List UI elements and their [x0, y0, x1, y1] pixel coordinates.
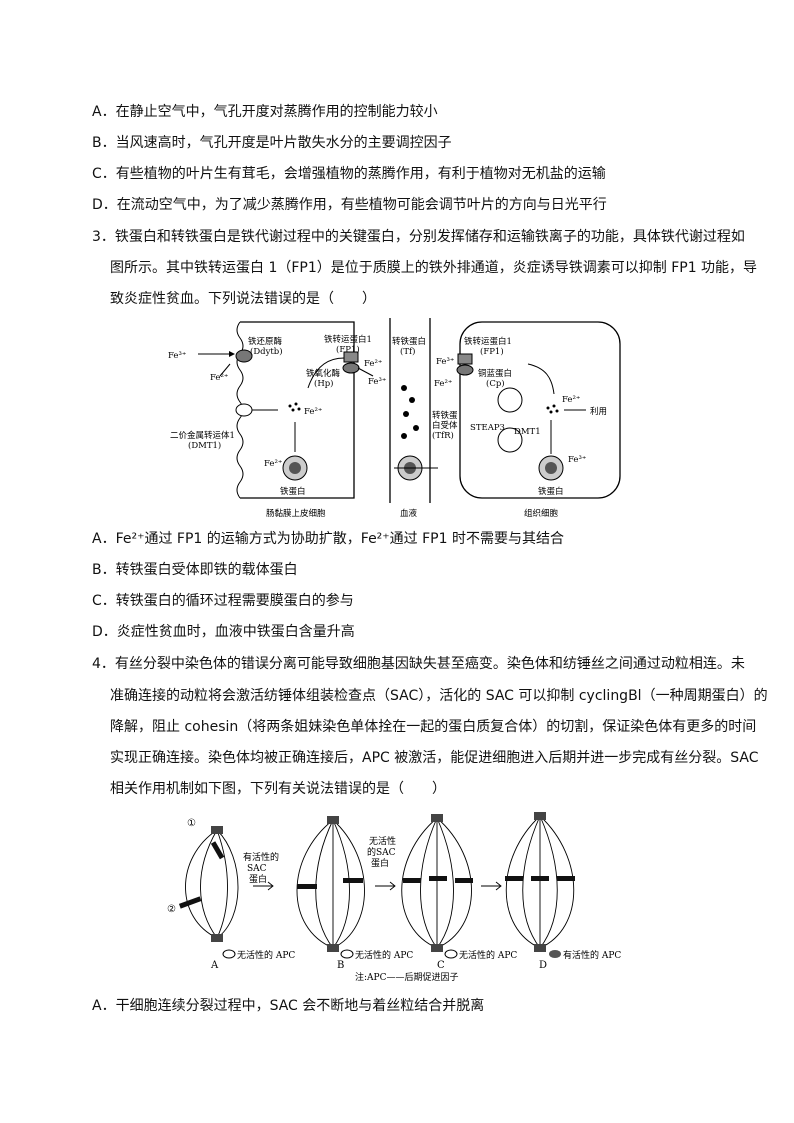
fig3-dmt1-label: 二价金属转运体1: [170, 430, 235, 441]
q4-stem-line-2: 准确连接的动粒将会激活纺锤体组装检查点（SAC），活化的 SAC 可以抑制 cy…: [110, 688, 768, 704]
fig3-tfr-abbr: (TfR): [432, 430, 454, 441]
fig3-hp-label: 铁氧化酶: [306, 368, 341, 379]
q2-option-a: A．在静止空气中，气孔开度对蒸腾作用的控制能力较小: [92, 104, 438, 120]
fig3-cell-left-label: 肠黏膜上皮细胞: [266, 508, 326, 519]
q4-stem-line-3: 降解，阻止 cohesin（将两条姐妹染色单体拴在一起的蛋白质复合体）的切割，保…: [110, 719, 757, 735]
fig3-fe2-label-fp1: Fe²⁺: [364, 359, 382, 369]
fig3-ferritin-label-left: 铁蛋白: [280, 486, 306, 497]
q2-option-b: B．当风速高时，气孔开度是叶片散失水分的主要调控因子: [92, 135, 452, 151]
fig3-fp1-abbr-left: (FP1): [336, 344, 360, 355]
fig4-inactive-apc-a: 无活性的 APC: [237, 949, 295, 961]
q3-option-c: C．转铁蛋白的循环过程需要膜蛋白的参与: [92, 593, 354, 609]
q3-stem-line-1: 3．铁蛋白和转铁蛋白是铁代谢过程中的关键蛋白，分别发挥储存和运输铁离子的功能，具…: [92, 229, 745, 245]
fig4-inactive-apc-c: 无活性的 APC: [459, 949, 517, 961]
q4-option-a: A．干细胞连续分裂过程中，SAC 会不断地与着丝粒结合并脱离: [92, 998, 485, 1014]
fig3-fe2-label-right: Fe²⁺: [434, 379, 452, 389]
fig3-fe3-label-right: Fe³⁺: [436, 357, 454, 367]
q3-stem-line-2: 图所示。其中铁转运蛋白 1（FP1）是位于质膜上的铁外排通道，炎症诱导铁调素可以…: [110, 260, 758, 276]
fig3-hp-abbr: (Hp): [314, 378, 334, 389]
iron-metabolism-figure: Fe³⁺ Fe²⁺ 铁还原酶 (Ddytb) 铁转运蛋白1 (FP1) 铁氧化酶…: [168, 318, 621, 519]
fig4-active-apc-d: 有活性的 APC: [563, 949, 621, 961]
q4-stem-line-4: 实现正确连接。染色体均被正确连接后，APC 被激活，能促进细胞进入后期并进一步完…: [110, 750, 759, 766]
fig3-fe3-label-ferritin-right: Fe³⁺: [568, 455, 586, 465]
fig3-fe2-label-ferritin: Fe²⁺: [264, 459, 282, 469]
fig3-use-label: 利用: [590, 406, 607, 417]
fig3-cell-right-label: 组织细胞: [524, 508, 559, 519]
fig3-steap3-label: STEAP3: [470, 423, 505, 433]
q2-option-c: C．有些植物的叶片生有茸毛，会增强植物的蒸腾作用，有利于植物对无机盐的运输: [92, 166, 606, 182]
fig3-fp1-label-left: 铁转运蛋白1: [324, 334, 372, 345]
q4-stem-line-1: 4．有丝分裂中染色体的错误分离可能导致细胞基因缺失甚至癌变。染色体和纺锤丝之间通…: [92, 656, 745, 672]
fig3-fe3-label-fp1: Fe³⁺: [368, 377, 386, 387]
q3-option-b: B．转铁蛋白受体即铁的载体蛋白: [92, 562, 298, 578]
fig4-inactive-sac-1: 无活性: [369, 835, 396, 847]
q3-option-a: A．Fe²⁺通过 FP1 的运输方式为协助扩散，Fe²⁺通过 FP1 时不需要与…: [92, 531, 564, 547]
fig3-dmt1-abbr: (DMT1): [188, 440, 221, 451]
fig3-fp1-abbr-right: (FP1): [480, 346, 504, 357]
fig3-ferritin-label-right: 铁蛋白: [538, 486, 564, 497]
fig3-fe2-label-mid: Fe²⁺: [304, 407, 322, 417]
q3-stem-line-3: 致炎症性贫血。下列说法错误的是（ ）: [110, 291, 376, 307]
fig4-label-a: A: [210, 960, 219, 971]
fig3-tfr-label-1: 转铁蛋: [432, 410, 458, 421]
fig4-inactive-sac-2: 的SAC: [367, 846, 396, 858]
fig3-dmt1-short-label: DMT1: [514, 427, 541, 437]
fig4-circle-1: ①: [187, 818, 196, 829]
fig3-fe2-label-left: Fe²⁺: [210, 373, 228, 383]
fig3-tf-label: 转铁蛋白: [392, 336, 426, 347]
fig4-label-c: C: [437, 960, 445, 971]
fig3-tfr-label-2: 白受体: [432, 420, 458, 431]
fig3-cp-abbr: (Cp): [486, 378, 505, 389]
fig3-fe2-label-use: Fe²⁺: [562, 395, 580, 405]
mitosis-sac-figure: ① ② 有活性的 SAC 蛋白 无活性 的SAC 蛋白 无活性的 APC 无活性…: [167, 812, 621, 983]
fig3-blood-label: 血液: [400, 508, 418, 519]
fig4-active-sac-2: SAC: [247, 864, 267, 874]
fig4-label-d: D: [539, 960, 547, 971]
q3-option-d: D．炎症性贫血时，血液中铁蛋白含量升高: [92, 624, 355, 640]
fig3-fp1-label-right: 铁转运蛋白1: [464, 336, 512, 347]
fig3-ddytb-label: 铁还原酶: [248, 336, 283, 347]
q4-stem-line-5: 相关作用机制如下图，下列有关说法错误的是（ ）: [110, 781, 446, 797]
fig4-note: 注:APC——后期促进因子: [355, 971, 458, 983]
fig4-active-sac-1: 有活性的: [243, 851, 279, 863]
fig3-ddytb-abbr: (Ddytb): [250, 346, 283, 357]
fig4-circle-2: ②: [167, 904, 176, 915]
fig4-inactive-apc-b: 无活性的 APC: [355, 949, 413, 961]
fig3-tf-abbr: (Tf): [400, 346, 415, 357]
fig4-label-b: B: [337, 960, 344, 971]
fig3-cp-label: 铜蓝蛋白: [478, 368, 512, 379]
fig3-fe3-label-left: Fe³⁺: [168, 351, 186, 361]
q2-option-d: D．在流动空气中，为了减少蒸腾作用，有些植物可能会调节叶片的方向与日光平行: [92, 197, 607, 213]
fig4-inactive-sac-3: 蛋白: [371, 857, 389, 869]
fig4-active-sac-3: 蛋白: [249, 873, 267, 885]
